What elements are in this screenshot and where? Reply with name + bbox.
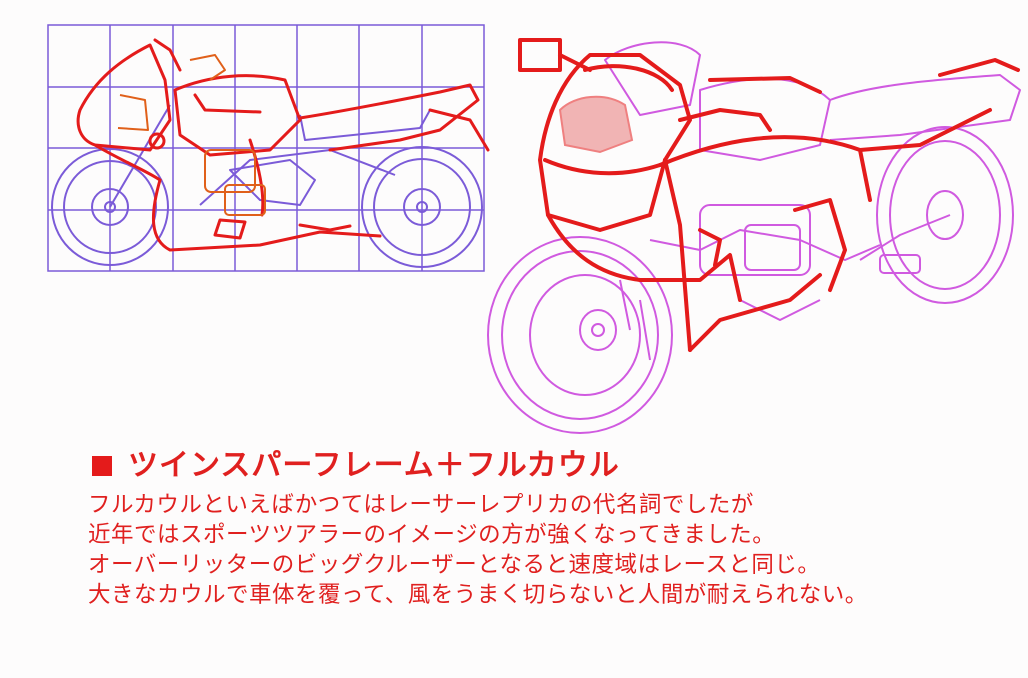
three-quarter-front-wheel [487,236,673,434]
side-view-frame-sketch [109,104,431,208]
three-quarter-rear-wheel [876,126,1014,304]
caption-line-4: 大きなカウルで車体を覆って、風をうまく切らないと人間が耐えられない。 [88,582,868,608]
side-view-engine-sketch [117,54,266,216]
three-quarter-headlight-sketch [558,95,634,154]
motorcycle-sketch-illustration [47,24,1021,434]
side-view-wheels [51,146,483,268]
three-quarter-fairing-sketch [518,38,1020,352]
side-view-body-sketch [76,38,490,252]
three-quarter-mechanics-sketch [604,41,1021,361]
square-bullet-icon [92,456,112,476]
caption-line-1: フルカウルといえばかつてはレーサーレプリカの代名詞でしたが [88,492,754,518]
caption-block: ツインスパーフレーム＋フルカウル フルカウルといえばかつてはレーサーレプリカの代… [88,448,1018,610]
caption-line-3: オーバーリッターのビッグクルーザーとなると速度域はレースと同じ。 [88,552,821,578]
caption-heading: ツインスパーフレーム＋フルカウル [88,448,1018,484]
caption-line-2: 近年ではスポーツツアラーのイメージの方が強くなってきました。 [88,522,776,548]
caption-title-text: ツインスパーフレーム＋フルカウル [128,448,620,483]
